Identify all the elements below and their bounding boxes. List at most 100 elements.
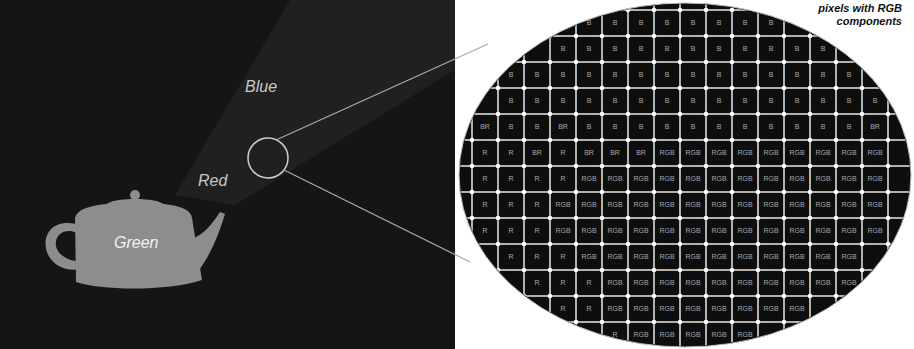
pixel-component: BR — [602, 149, 628, 157]
region-name: Blue — [245, 78, 277, 96]
pixel-grid — [460, 4, 910, 346]
pixel-component: B — [784, 123, 810, 131]
teapot-part — [46, 223, 80, 270]
pixel-component: R — [550, 253, 576, 261]
pixel-component: B — [576, 123, 602, 131]
zoom-line — [276, 44, 488, 140]
pixel-component: B — [602, 19, 628, 27]
pixel-component: RGB — [784, 253, 810, 261]
pixel-component: B — [836, 123, 862, 131]
pixel-component: RGB — [810, 175, 836, 183]
pixel-component: RGB — [576, 227, 602, 235]
pixel-component: B — [732, 97, 758, 105]
pixel-component: B — [498, 97, 524, 105]
pixel-component: RGB — [628, 201, 654, 209]
pixel-component: B — [524, 123, 550, 131]
pixel-component: BR — [550, 123, 576, 131]
pixel-component: B — [576, 45, 602, 53]
pixel-component: RGB — [602, 305, 628, 313]
pixel-component: RGB — [654, 331, 680, 339]
pixel-component: RGB — [628, 175, 654, 183]
pixel-component: B — [550, 71, 576, 79]
pixel-component: RGB — [732, 305, 758, 313]
pixel-component: BR — [524, 149, 550, 157]
region-name: Green — [114, 234, 158, 252]
pixel-component: RGB — [550, 201, 576, 209]
pixel-component: RGB — [836, 175, 862, 183]
pixel-component: BR — [862, 123, 888, 131]
pixel-component: B — [576, 71, 602, 79]
pixel-component: RGB — [784, 175, 810, 183]
pixel-component: RGB — [836, 149, 862, 157]
pixel-component: B — [732, 71, 758, 79]
pixel-component: B — [706, 123, 732, 131]
pixel-component: B — [498, 71, 524, 79]
zoom-circle — [248, 138, 288, 178]
pixel-component: B — [524, 71, 550, 79]
pixel-component: RGB — [784, 201, 810, 209]
pixel-component: R — [524, 253, 550, 261]
pixel-component: RGB — [758, 279, 784, 287]
pixel-component: B — [732, 45, 758, 53]
figure-annotation: pixels with RGB components — [812, 2, 902, 28]
pixel-component: RGB — [654, 253, 680, 261]
pixel-component: RGB — [732, 253, 758, 261]
pixel-component: B — [758, 19, 784, 27]
pixel-component: RGB — [680, 305, 706, 313]
pixel-component: B — [706, 19, 732, 27]
pixel-component: B — [706, 71, 732, 79]
pixel-component: RGB — [654, 149, 680, 157]
pixel-component: B — [576, 19, 602, 27]
pixel-component: B — [680, 19, 706, 27]
pixel-component: RGB — [862, 201, 888, 209]
magnified-region — [459, 3, 911, 347]
pixel-component: RGB — [862, 227, 888, 235]
pixel-component: RGB — [680, 175, 706, 183]
teapot-shape: Green — [40, 188, 225, 292]
pixel-component: R — [472, 227, 498, 235]
pixel-component: B — [654, 71, 680, 79]
pixel-component: B — [732, 123, 758, 131]
pixel-component: B — [784, 71, 810, 79]
pixel-component: RGB — [628, 253, 654, 261]
pixel-component: R — [602, 331, 628, 339]
pixel-component: RGB — [758, 175, 784, 183]
pixel-component: R — [472, 175, 498, 183]
pixel-component: RGB — [602, 279, 628, 287]
pixel-component: RGB — [836, 227, 862, 235]
pixel-component: RGB — [576, 201, 602, 209]
pixel-component: B — [550, 45, 576, 53]
pixel-component: RGB — [758, 253, 784, 261]
pixel-component: B — [628, 45, 654, 53]
pixel-component: R — [498, 227, 524, 235]
pixel-component: RGB — [706, 331, 732, 339]
pixel-component: B — [680, 97, 706, 105]
pixel-component: RGB — [680, 227, 706, 235]
pixel-component: B — [810, 123, 836, 131]
pixel-component: RGB — [576, 253, 602, 261]
pixel-component: RGB — [680, 201, 706, 209]
pixel-component: R — [550, 279, 576, 287]
pixel-component: B — [732, 19, 758, 27]
pixel-component: B — [836, 97, 862, 105]
pixel-component: RGB — [732, 279, 758, 287]
pixel-component: R — [550, 305, 576, 313]
pixel-component: RGB — [680, 253, 706, 261]
pixel-component: RGB — [654, 175, 680, 183]
pixel-component: RGB — [810, 201, 836, 209]
pixel-component: RGB — [576, 175, 602, 183]
pixel-component: RGB — [758, 227, 784, 235]
pixel-component: RGB — [732, 201, 758, 209]
pixel-component: RGB — [654, 279, 680, 287]
pixel-component: RGB — [706, 227, 732, 235]
pixel-component: B — [862, 97, 888, 105]
pixel-component: B — [758, 123, 784, 131]
pixel-component: RGB — [836, 253, 862, 261]
pixel-component: RGB — [602, 253, 628, 261]
pixel-component: RGB — [758, 201, 784, 209]
pixel-component: R — [498, 149, 524, 157]
pixel-component: RGB — [706, 175, 732, 183]
teapot-part — [75, 203, 202, 289]
pixel-component: B — [758, 71, 784, 79]
pixel-component: RGB — [836, 201, 862, 209]
